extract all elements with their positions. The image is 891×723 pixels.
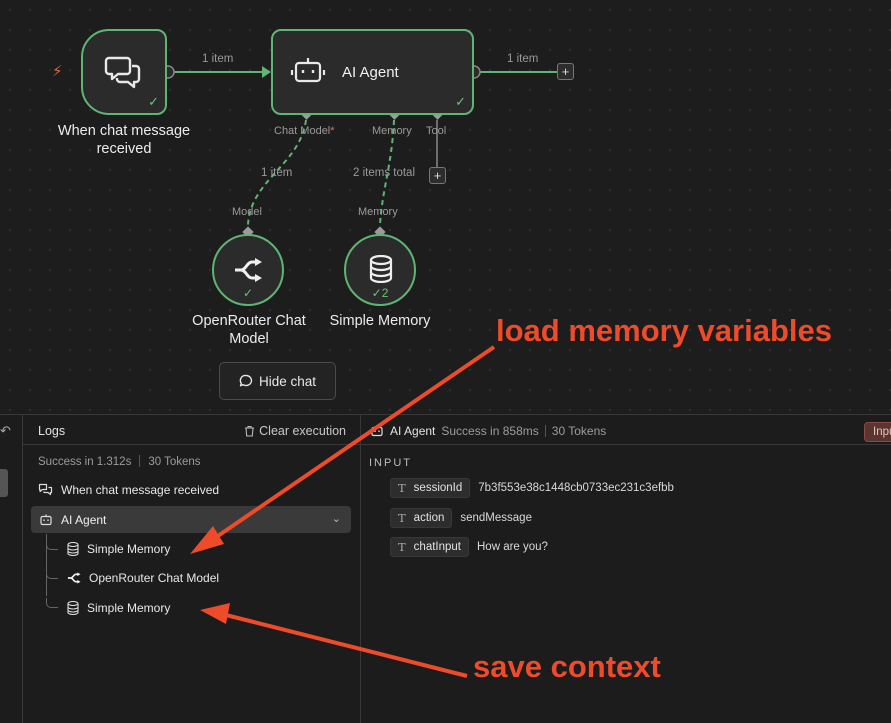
- logs-title: Logs: [38, 424, 66, 438]
- log-item-simple-memory-1[interactable]: Simple Memory: [67, 542, 170, 556]
- memory-input-label: Memory: [358, 206, 398, 218]
- log-item-ai-agent[interactable]: AI Agent ⌄: [31, 506, 351, 533]
- lightning-icon: ⚡: [52, 63, 63, 80]
- memory-port-label: Memory: [372, 125, 412, 137]
- success-check-count: ✓2: [371, 286, 389, 300]
- tree-line: [46, 534, 47, 596]
- input-heading: INPUT: [369, 457, 412, 469]
- chat-bubbles-icon: [38, 483, 53, 496]
- log-item-trigger[interactable]: When chat message received: [38, 483, 219, 497]
- log-item-simple-memory-2[interactable]: Simple Memory: [67, 601, 170, 615]
- trash-icon: [245, 425, 255, 437]
- text-type-icon: T: [398, 511, 406, 525]
- success-check-icon: ✓: [242, 286, 254, 300]
- detail-header: AI Agent Success in 858ms 30 Tokens Inpu…: [361, 415, 891, 445]
- hide-chat-label: Hide chat: [258, 373, 317, 389]
- database-icon: [369, 255, 393, 283]
- logs-header: Logs Clear execution: [23, 415, 360, 445]
- text-type-icon: T: [398, 540, 406, 554]
- tree-branch: [46, 540, 58, 550]
- model-input-label: Model: [232, 206, 262, 218]
- left-side-strip: ↶: [0, 415, 23, 723]
- success-check-icon: ✓: [148, 94, 159, 109]
- openrouter-icon: [67, 572, 81, 584]
- edge-label-memory: 2 items total: [353, 167, 415, 179]
- add-tool-button[interactable]: +: [429, 167, 446, 184]
- openrouter-model-node[interactable]: ✓: [212, 234, 284, 306]
- edge-label-agent-out: 1 item: [507, 53, 539, 65]
- logs-summary: Success in 1.312s 30 Tokens: [38, 455, 201, 468]
- workflow-canvas[interactable]: ⚡ ✓ When chat message received AI Agent …: [0, 0, 891, 414]
- trigger-node-label: When chat message received: [57, 123, 191, 157]
- ai-agent-node[interactable]: AI Agent ✓: [271, 29, 474, 115]
- robot-icon: [371, 425, 383, 437]
- robot-icon: [290, 58, 326, 83]
- text-type-icon: T: [398, 481, 406, 495]
- undo-icon[interactable]: ↶: [0, 423, 11, 438]
- annotation-save-context: save context: [473, 649, 661, 684]
- database-icon: [67, 601, 79, 615]
- wire-memory: [379, 119, 395, 226]
- robot-icon: [40, 514, 52, 525]
- simple-memory-node[interactable]: ✓2: [344, 234, 416, 306]
- log-item-openrouter[interactable]: OpenRouter Chat Model: [67, 571, 219, 585]
- edge-label-trigger-agent: 1 item: [202, 53, 234, 65]
- tree-branch: [46, 598, 58, 608]
- tree-branch: [46, 569, 58, 579]
- wire-model: [247, 119, 307, 226]
- model-node-label: OpenRouter Chat Model: [192, 313, 306, 347]
- input-value: sendMessage: [460, 512, 532, 524]
- wire-arrowhead: [262, 66, 271, 78]
- hide-chat-button[interactable]: Hide chat: [219, 362, 336, 400]
- detail-tokens: 30 Tokens: [551, 424, 607, 438]
- ai-agent-title: AI Agent: [342, 63, 399, 81]
- tool-port-label: Tool: [426, 125, 447, 137]
- strip-tab-handle[interactable]: [0, 469, 8, 497]
- clear-execution-button[interactable]: Clear execution: [244, 424, 346, 438]
- input-value: How are you?: [477, 541, 548, 553]
- annotation-load-memory: load memory variables: [496, 313, 832, 348]
- memory-node-label: Simple Memory: [329, 313, 431, 329]
- database-icon: [67, 542, 79, 556]
- input-tab[interactable]: Input: [864, 422, 891, 442]
- chat-bubbles-icon: [104, 56, 141, 89]
- detail-title: AI Agent Success in 858ms 30 Tokens: [370, 424, 606, 438]
- chat-bubble-icon: [239, 374, 253, 387]
- openrouter-icon: [235, 258, 262, 282]
- input-value: 7b3f553e38c1448cb0733ec231c3efbb: [478, 482, 674, 494]
- logs-tokens: 30 Tokens: [148, 456, 201, 468]
- success-check-icon: ✓: [455, 94, 466, 109]
- logs-status: Success in 1.312s: [38, 456, 132, 468]
- chevron-down-icon[interactable]: ⌄: [331, 513, 341, 525]
- detail-status: Success in 858ms: [441, 424, 539, 438]
- logs-panel: ↶ Logs Clear execution Success in 1.312s…: [0, 414, 361, 723]
- edge-label-model: 1 item: [261, 167, 293, 179]
- chat-model-port-label: Chat Model*: [274, 125, 335, 137]
- trigger-node[interactable]: ✓: [81, 29, 167, 115]
- add-node-button[interactable]: +: [557, 63, 574, 80]
- detail-node-name: AI Agent: [390, 424, 436, 438]
